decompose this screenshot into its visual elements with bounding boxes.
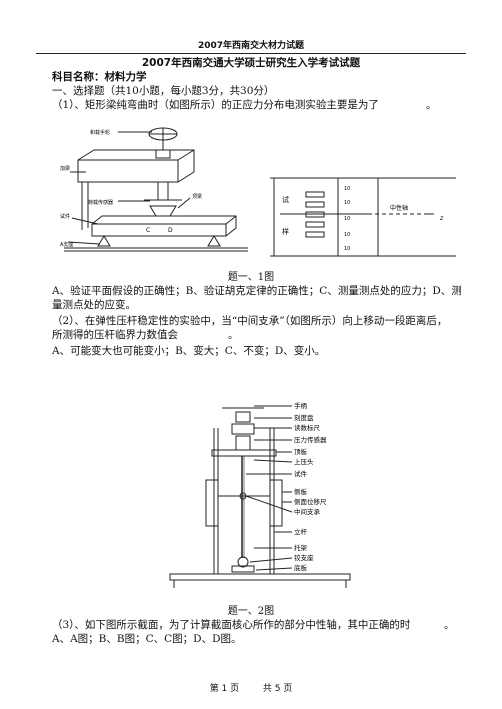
svg-text:底板: 底板 bbox=[294, 563, 308, 572]
label-d: D bbox=[168, 227, 173, 234]
label-yang: 样 bbox=[282, 227, 289, 236]
question-2-blank-end: 。 bbox=[228, 329, 239, 341]
question-3-options: A、A图；B、B图；C、C图；D、D图。 bbox=[52, 633, 242, 645]
figure-1-strain-gauges: 试 样 中性轴 z 10 10 10 10 10 bbox=[270, 177, 456, 257]
label-beam-top: 加梁 bbox=[60, 165, 70, 172]
svg-text:手柄: 手柄 bbox=[294, 401, 308, 410]
label-specimen: 试件 bbox=[60, 213, 70, 220]
label-support: A支座 bbox=[60, 241, 73, 248]
svg-text:铰支座: 铰支座 bbox=[294, 553, 314, 562]
figure-1-caption: 题一、1图 bbox=[227, 272, 275, 283]
svg-text:10: 10 bbox=[344, 200, 350, 206]
loading-frame bbox=[77, 149, 195, 183]
label-shi: 试 bbox=[282, 195, 289, 204]
label-c: C bbox=[146, 227, 150, 234]
svg-text:侧板: 侧板 bbox=[294, 487, 308, 496]
svg-text:10: 10 bbox=[344, 186, 350, 192]
label-z-axis: z bbox=[439, 215, 444, 222]
section-heading: 一、选择题（共10小题，每小题3分，共30分） bbox=[52, 85, 275, 97]
svg-text:中间支承: 中间支承 bbox=[294, 507, 321, 516]
svg-text:立杆: 立杆 bbox=[294, 527, 308, 536]
svg-text:顶板: 顶板 bbox=[294, 447, 308, 456]
svg-text:刻度盘: 刻度盘 bbox=[294, 413, 314, 422]
question-1-stem: （1）、矩形梁纯弯曲时（如图所示）的正应力分布电测实验主要是为了 。 bbox=[52, 98, 462, 112]
exam-title: 2007年西南交通大学硕士研究生入学考试试题 bbox=[141, 57, 361, 69]
svg-text:10: 10 bbox=[344, 246, 350, 252]
svg-text:压力传感器: 压力传感器 bbox=[294, 435, 327, 444]
svg-text:侧面位移尺: 侧面位移尺 bbox=[294, 497, 327, 506]
figure-2-buckling-apparatus: 手柄 刻度盘 读数标尺 压力传感器 顶板 上压头 试件 侧板 侧面位移尺 中间支… bbox=[169, 401, 351, 588]
svg-text:上压头: 上压头 bbox=[294, 457, 314, 466]
label-pusher: 顶梁 bbox=[192, 193, 202, 200]
svg-text:10: 10 bbox=[344, 232, 350, 238]
running-header: 2007年西南交大材力试题 bbox=[36, 38, 466, 54]
question-3-stem: （3）、如下图所示截面，为了计算截面核心所作的部分中性轴，其中正确的时 。 bbox=[52, 618, 462, 632]
question-2-text: 所测得的压杆临界力数值会 bbox=[52, 329, 178, 341]
subject-line: 科目名称：材料力学 bbox=[52, 71, 147, 83]
page-total: 共 5 页 bbox=[262, 684, 293, 694]
svg-text:读数标尺: 读数标尺 bbox=[294, 423, 321, 432]
svg-text:10: 10 bbox=[344, 216, 350, 222]
question-3-blank-end: 。 bbox=[444, 619, 455, 631]
question-1-options-1: A、验证平面假设的正确性；B、验证胡克定律的正确性；C、测量测点处的应力；D、测 bbox=[52, 285, 462, 297]
tick-labels: 10 10 10 10 10 bbox=[344, 186, 350, 252]
label-sensor: 荷载传感器 bbox=[88, 199, 113, 206]
svg-text:托架: 托架 bbox=[294, 543, 308, 552]
question-1-blank-end: 。 bbox=[426, 99, 437, 111]
question-2-stem-1: （2）、在弹性压杆稳定性的实验中，当“中间支承”（如图所示）向上移动一段距离后， bbox=[52, 315, 448, 327]
question-1-text: （1）、矩形梁纯弯曲时（如图所示）的正应力分布电测实验主要是为了 bbox=[52, 99, 379, 111]
page-footer: 第 1 页 共 5 页 bbox=[0, 681, 502, 694]
figure-2-caption: 题一、2图 bbox=[227, 606, 275, 617]
svg-text:试件: 试件 bbox=[294, 469, 308, 478]
label-wheel: 和载手轮 bbox=[90, 129, 110, 136]
question-2-stem-2: 所测得的压杆临界力数值会 。 bbox=[52, 328, 462, 342]
specimen-beam bbox=[91, 215, 237, 237]
figure-1-apparatus: 和载手轮 加梁 荷载传感器 顶梁 试件 A支座 C D bbox=[60, 127, 248, 252]
question-3-text: （3）、如下图所示截面，为了计算截面核心所作的部分中性轴，其中正确的时 bbox=[52, 619, 411, 631]
figure-2-labels: 手柄 刻度盘 读数标尺 压力传感器 顶板 上压头 试件 侧板 侧面位移尺 中间支… bbox=[294, 401, 327, 572]
question-2-options: A、可能变大也可能变小；B、变大；C、不变；D、变小。 bbox=[52, 345, 326, 357]
label-neutral-axis: 中性轴 bbox=[390, 204, 408, 212]
page-number: 第 1 页 bbox=[209, 684, 240, 694]
question-1-options-2: 量测点处的应变。 bbox=[52, 299, 136, 311]
